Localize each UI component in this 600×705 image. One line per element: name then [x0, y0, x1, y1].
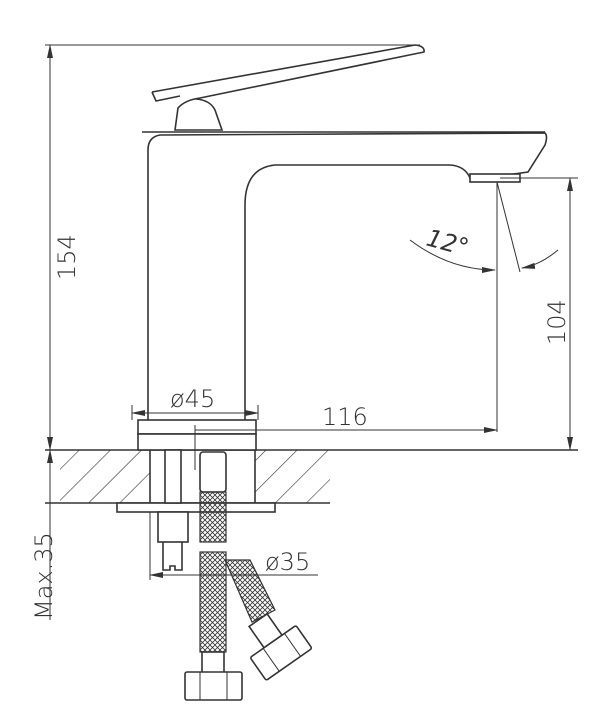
spout-height-label: 104 — [543, 299, 571, 345]
hose-nut — [184, 671, 243, 701]
faucet-body — [137, 131, 548, 451]
mounting-hardware — [116, 449, 276, 571]
hose-nut-angled — [250, 625, 313, 681]
base-ring — [137, 419, 257, 435]
base-diameter-label: ø45 — [170, 385, 215, 413]
spout-angle-label: 12° — [423, 224, 471, 262]
hole-diameter-label: ø35 — [265, 548, 310, 576]
supply-hoses — [184, 451, 313, 701]
total-height-label: 154 — [53, 234, 81, 280]
spout-reach-label: 116 — [322, 403, 368, 431]
lever-handle — [151, 44, 425, 131]
mounting-nut — [157, 511, 189, 543]
countertop — [45, 449, 578, 504]
dimension-lines — [45, 44, 578, 620]
max-thickness-label: Max.35 — [30, 532, 58, 620]
